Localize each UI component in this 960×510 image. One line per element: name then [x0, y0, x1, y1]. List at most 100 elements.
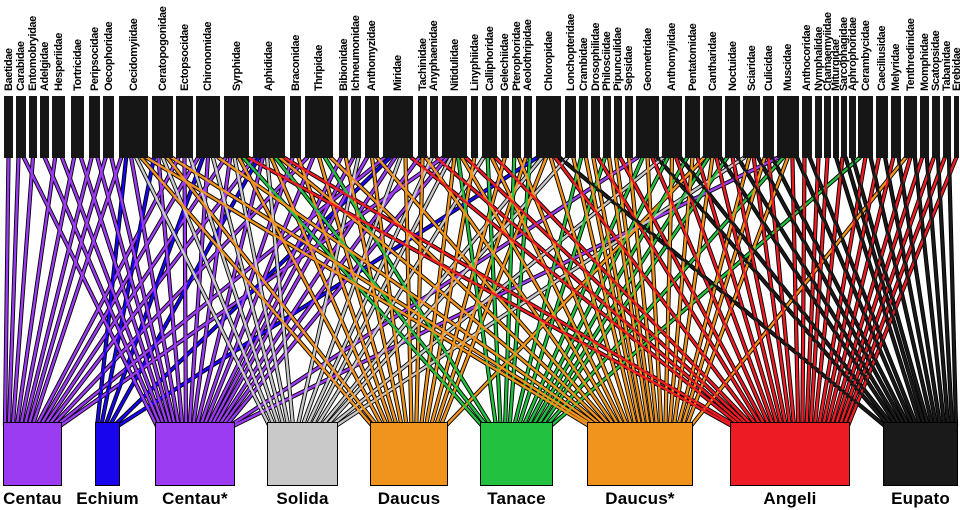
- top-node-bar-sepsidae: [625, 96, 633, 158]
- edge-line: [419, 156, 456, 427]
- edge-line: [813, 156, 844, 427]
- top-node-label: Drosophilidae: [589, 22, 602, 91]
- edge-line: [731, 156, 788, 427]
- top-node-bar-entomobryidae: [29, 96, 37, 158]
- top-node-label: Ectopsocidae: [178, 24, 191, 91]
- edge-line: [170, 155, 595, 428]
- edge-line: [282, 155, 737, 428]
- top-node-bar-cerambycidae: [858, 96, 873, 158]
- bottom-node-box-daucus: [370, 422, 448, 486]
- edge-line: [96, 156, 173, 427]
- top-node-bar-thripidae: [305, 96, 333, 158]
- top-node-bar-anthomyiidae: [662, 96, 682, 158]
- top-node-bar-peripsocidae: [89, 96, 100, 158]
- top-node-label: Miridae: [392, 55, 404, 91]
- top-node-bar-erebidae: [954, 96, 959, 158]
- edge-line: [596, 156, 763, 427]
- edge-line: [415, 156, 424, 427]
- edge-line: [756, 156, 906, 427]
- edge-line: [278, 156, 603, 427]
- edge-line: [531, 156, 689, 427]
- top-node-label: Pterophoridae: [510, 21, 523, 91]
- edge-line: [144, 155, 590, 428]
- top-node-bar-caeciliusidae: [876, 96, 888, 158]
- edge-line: [553, 156, 758, 427]
- top-node-label: Anthomyiidae: [666, 23, 678, 91]
- top-node-bar-adelgidae: [40, 96, 49, 158]
- top-node-label: Tortricidae: [71, 39, 84, 91]
- top-node-bar-chamaemyiidae: [824, 96, 831, 158]
- edge-line: [801, 156, 806, 427]
- edge-line: [592, 156, 646, 427]
- edge-line: [791, 156, 800, 427]
- top-node-label: Melyridae: [890, 43, 902, 91]
- bottom-node-box-centau-star: [155, 422, 235, 486]
- edge-line: [464, 156, 750, 427]
- edge-line: [161, 156, 276, 427]
- top-node-bar-miturgidae: [833, 96, 839, 158]
- edge-line: [719, 156, 898, 427]
- edge-line: [189, 156, 280, 427]
- edge-line: [157, 156, 184, 427]
- edge-line: [771, 156, 910, 427]
- edge-line: [23, 156, 93, 427]
- edge-line: [925, 156, 950, 427]
- edge-line: [27, 156, 107, 427]
- top-node-bar-aeolothripidae: [524, 96, 532, 158]
- top-node-bar-miridae: [383, 96, 413, 158]
- top-node-bar-carabidae: [16, 96, 26, 158]
- edge-line: [513, 156, 583, 427]
- top-node-bar-cecidomyiidae: [119, 96, 148, 158]
- bottom-node-label: Daucus*: [605, 489, 675, 508]
- bottom-node-label: Echium: [76, 489, 139, 508]
- edge-line: [679, 156, 894, 427]
- top-node-bar-philosciidae: [603, 96, 611, 158]
- top-node-bar-crambidae: [579, 96, 588, 158]
- edge-line: [808, 156, 918, 427]
- top-node-label: Calliphoridae: [483, 26, 496, 91]
- edge-line: [7, 156, 20, 427]
- edge-line: [736, 156, 902, 427]
- top-node-bar-ceratopogonidae: [152, 96, 173, 158]
- bottom-node-box-daucus-star: [587, 422, 693, 486]
- top-node-label: Entomobryidae: [27, 16, 39, 91]
- top-node-bar-noctuidae: [725, 96, 740, 158]
- edge-line: [897, 156, 942, 427]
- edge-line: [206, 156, 343, 427]
- edge-line: [655, 156, 890, 427]
- edge-line: [297, 156, 394, 427]
- edge-line: [936, 156, 954, 427]
- edge-line: [35, 156, 180, 427]
- top-node-bar-baetidae: [4, 96, 13, 158]
- edge-line: [237, 156, 384, 427]
- top-node-label: Sciaridae: [745, 45, 758, 91]
- top-node-bar-nitidulidae: [442, 96, 467, 158]
- top-node-label: Culicidae: [762, 45, 775, 91]
- bottom-node-label: Eupato: [891, 489, 950, 508]
- top-node-label: Aphididae: [263, 41, 275, 91]
- edge-line: [607, 156, 650, 427]
- edge-line: [216, 156, 599, 427]
- edge-line: [409, 156, 742, 427]
- top-node-bar-scatopsidae: [932, 96, 940, 158]
- edge-line: [22, 156, 158, 427]
- edge-line: [211, 156, 285, 427]
- edge-line: [344, 156, 403, 427]
- top-node-label: Anthomyzidae: [366, 20, 378, 91]
- edge-line: [618, 156, 767, 427]
- top-node-bar-melyridae: [891, 96, 901, 158]
- edge-line: [584, 156, 642, 427]
- bottom-node-box-echium: [95, 422, 120, 486]
- edge-line: [494, 156, 754, 427]
- edge-line: [668, 156, 694, 427]
- bottom-node-label: Centau*: [162, 489, 228, 508]
- edge-line: [60, 156, 166, 427]
- edge-line: [165, 156, 379, 427]
- top-node-bar-linyphiidae: [471, 96, 478, 158]
- edge-line: [329, 156, 607, 427]
- top-node-label: Chloropidae: [542, 31, 555, 91]
- edge-line: [269, 156, 389, 427]
- edge-line: [696, 156, 779, 427]
- top-node-label: Gelechiidae: [499, 33, 511, 91]
